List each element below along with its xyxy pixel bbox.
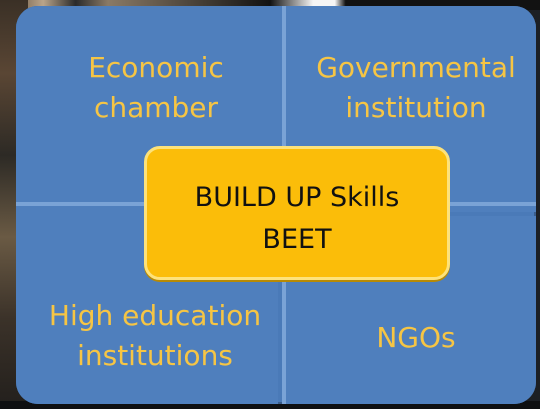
label-high-education-institutions: High education institutions [48,299,262,372]
center-label-line2: BEET [262,224,332,255]
center-label: BUILD UP Skills BEET [147,177,447,261]
center-box: BUILD UP Skills BEET [144,146,450,280]
label-ngos: NGOs [376,321,456,354]
label-economic-chamber: Economic chamber [88,51,224,124]
stakeholder-grid: Economic chamber Governmental institutio… [16,6,536,404]
label-governmental-institution: Governmental institution [316,51,516,124]
background-bottom [0,401,540,409]
background-photo-top [0,0,540,10]
center-label-line1: BUILD UP Skills [194,182,400,213]
